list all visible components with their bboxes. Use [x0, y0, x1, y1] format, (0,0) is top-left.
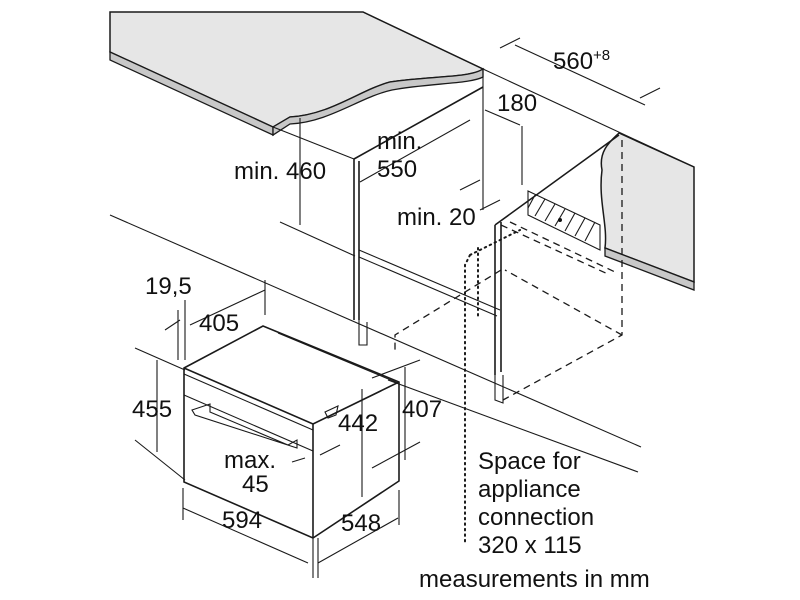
dim-value: 560: [553, 48, 594, 75]
countertop: [109, 11, 485, 128]
dim-594: 594: [222, 507, 263, 534]
dim-min-460: min. 460: [234, 158, 327, 185]
note-line: appliance: [478, 476, 581, 503]
dim-max-45-line1: max.: [224, 447, 277, 474]
dim-tolerance: +8: [593, 47, 611, 64]
dim-19-5: 19,5: [145, 273, 192, 300]
note-line: Space for: [478, 448, 581, 475]
dim-455: 455: [132, 396, 173, 423]
dim-548: 548: [341, 510, 382, 537]
oven: [183, 325, 400, 539]
dim-max-45-line2: 45: [242, 471, 269, 498]
note-line: 320 x 115: [478, 532, 582, 559]
dim-min-550-line2: 550: [377, 156, 418, 183]
dim-niche-width: 560+8: [553, 47, 611, 75]
dim-405: 405: [199, 310, 240, 337]
units-note: measurements in mm: [419, 566, 650, 593]
cabinet-side: [353, 86, 484, 320]
dim-442: 442: [338, 410, 379, 437]
dim-min-20: min. 20: [397, 204, 476, 231]
connection-area: [527, 190, 601, 251]
note-line: connection: [478, 504, 595, 531]
dim-min-550-line1: min.: [377, 128, 423, 155]
connection-note: Space for appliance connection 320 x 115: [478, 448, 594, 560]
dim-407: 407: [402, 396, 443, 423]
dim-180: 180: [497, 90, 538, 117]
